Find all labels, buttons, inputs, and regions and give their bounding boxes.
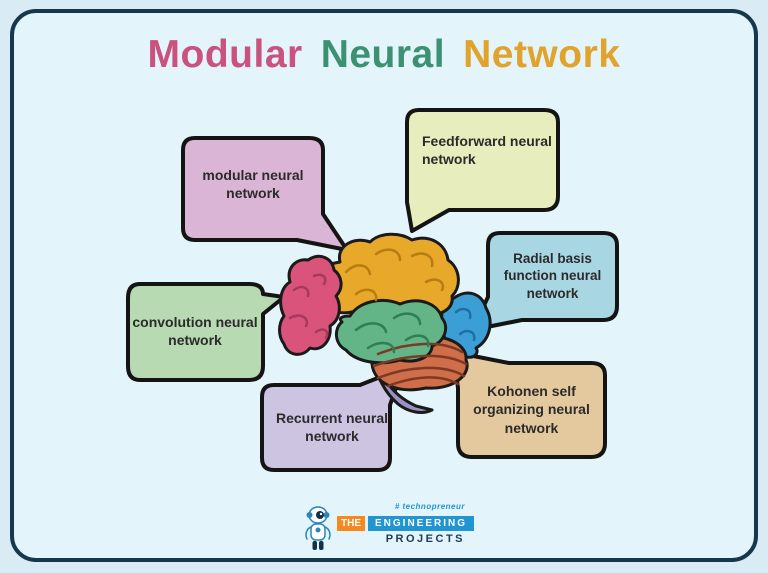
logo-wordmark: THE ENGINEERING [337,516,475,531]
bubble-outline [260,366,405,472]
title-word-network: Network [463,33,621,76]
bubble-outline [405,108,560,233]
speech-bubble-radial-basis: Radial basis function neural network [466,231,621,333]
bubble-outline [126,282,286,382]
bubble-outline [470,231,619,332]
bubble-label: Feedforward neural network [422,133,552,168]
speech-bubble-recurrent: Recurrent neural network [260,364,410,472]
brain-illustration [276,232,492,414]
bubble-outline [181,136,349,252]
bubble-label: Recurrent neural network [275,409,389,444]
speech-bubble-convolution: convolution neural network [126,282,286,384]
logo-word-projects: PROJECTS [385,533,465,545]
logo-text-block: # technopreneur THE ENGINEERING PROJECTS [337,497,475,545]
bubble-label: modular neural network [202,166,304,201]
page-title: Modular Neural Network [0,33,768,77]
bubble-outline [451,350,607,459]
brain-sulci-lines [288,248,476,388]
speech-bubble-kohonen: Kohonen self organizing neural network [445,350,610,462]
title-word-neural: Neural [320,33,446,76]
speech-bubble-modular: modular neural network [181,136,351,254]
bubble-label: Kohonen self organizing neural network [473,383,590,436]
logo-word-the: THE [337,516,365,531]
logo-word-engineering: ENGINEERING [368,516,475,531]
title-word-modular: Modular [147,33,303,76]
frontal-lobe-region [278,254,343,356]
temporal-lobe-region [335,299,448,365]
bubble-label: convolution neural network [132,313,258,348]
speech-bubble-feedforward: Feedforward neural network [405,108,565,234]
logo-hashtag: # technopreneur [394,502,465,511]
brain-icon [278,232,492,414]
bubble-label: Radial basis function neural network [503,250,602,301]
robot-mascot-icon [305,506,331,550]
brand-logo: # technopreneur THE ENGINEERING PROJECTS [303,497,475,557]
